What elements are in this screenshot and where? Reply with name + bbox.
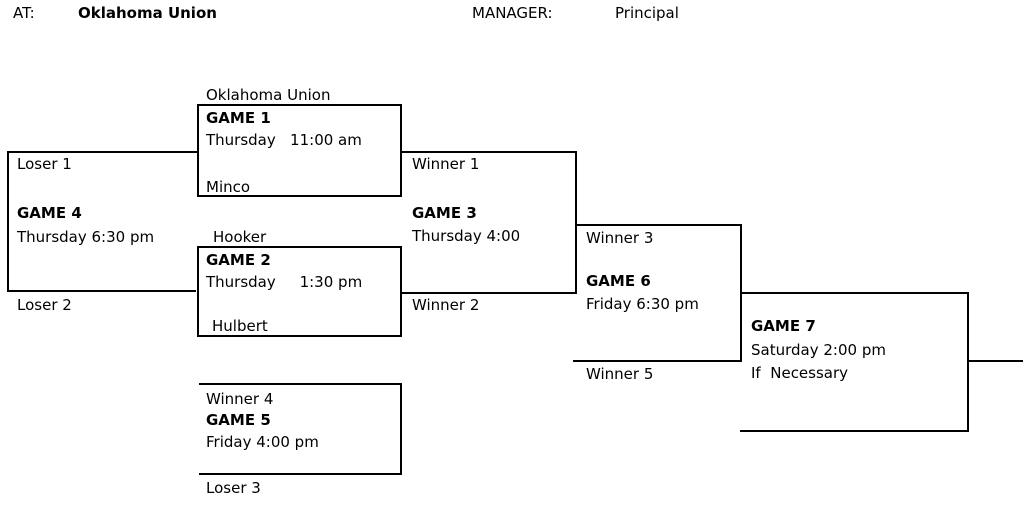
game5-slot2: Loser 3 xyxy=(206,479,261,497)
game5-bottom-line xyxy=(199,473,402,475)
game3-title: GAME 3 xyxy=(412,204,477,222)
game6-slot1: Winner 3 xyxy=(586,229,654,247)
champion-line xyxy=(967,360,1023,362)
game5-time: Friday 4:00 pm xyxy=(206,433,319,451)
game3-top-line xyxy=(400,151,577,153)
game2-title: GAME 2 xyxy=(206,251,271,269)
game7-note: If Necessary xyxy=(751,364,849,382)
game2-time: Thursday 1:30 pm xyxy=(206,273,363,291)
game7-right-line xyxy=(967,292,969,432)
game6-slot2: Winner 5 xyxy=(586,365,654,383)
game6-time: Friday 6:30 pm xyxy=(586,295,699,313)
at-value: Oklahoma Union xyxy=(78,4,217,22)
game1-box xyxy=(197,104,402,197)
game5-title: GAME 5 xyxy=(206,411,271,429)
game6-top-line xyxy=(575,224,742,226)
game2-box xyxy=(197,246,402,337)
game7-top-line xyxy=(740,292,969,294)
game4-title: GAME 4 xyxy=(17,204,82,222)
game4-bottom-line xyxy=(7,290,196,292)
game6-title: GAME 6 xyxy=(586,272,651,290)
game4-slot1: Loser 1 xyxy=(17,155,72,173)
game6-bottom-line xyxy=(573,360,742,362)
game7-time: Saturday 2:00 pm xyxy=(751,341,886,359)
game2-team2: Hulbert xyxy=(212,317,268,335)
game7-bottom-line xyxy=(740,430,969,432)
game4-top-line xyxy=(7,151,198,153)
game3-right-line xyxy=(575,151,577,294)
manager-value: Principal xyxy=(615,4,679,22)
game4-left-line xyxy=(7,151,9,292)
game3-bottom-line xyxy=(400,292,577,294)
game4-time: Thursday 6:30 pm xyxy=(17,228,155,246)
game3-slot1: Winner 1 xyxy=(412,155,480,173)
game1-time: Thursday 11:00 am xyxy=(206,131,362,149)
manager-label: MANAGER: xyxy=(472,4,553,22)
game5-slot1: Winner 4 xyxy=(206,390,274,408)
game3-slot2: Winner 2 xyxy=(412,296,480,314)
game3-time: Thursday 4:00 xyxy=(412,227,521,245)
game7-title: GAME 7 xyxy=(751,317,816,335)
game5-top-line xyxy=(199,383,402,385)
game5-right-line xyxy=(400,383,402,475)
game1-team1: Oklahoma Union xyxy=(206,86,331,104)
game1-title: GAME 1 xyxy=(206,109,271,127)
game4-slot2: Loser 2 xyxy=(17,296,72,314)
game1-team2: Minco xyxy=(206,178,251,196)
at-label: AT: xyxy=(13,4,35,22)
game2-team1: Hooker xyxy=(213,228,267,246)
